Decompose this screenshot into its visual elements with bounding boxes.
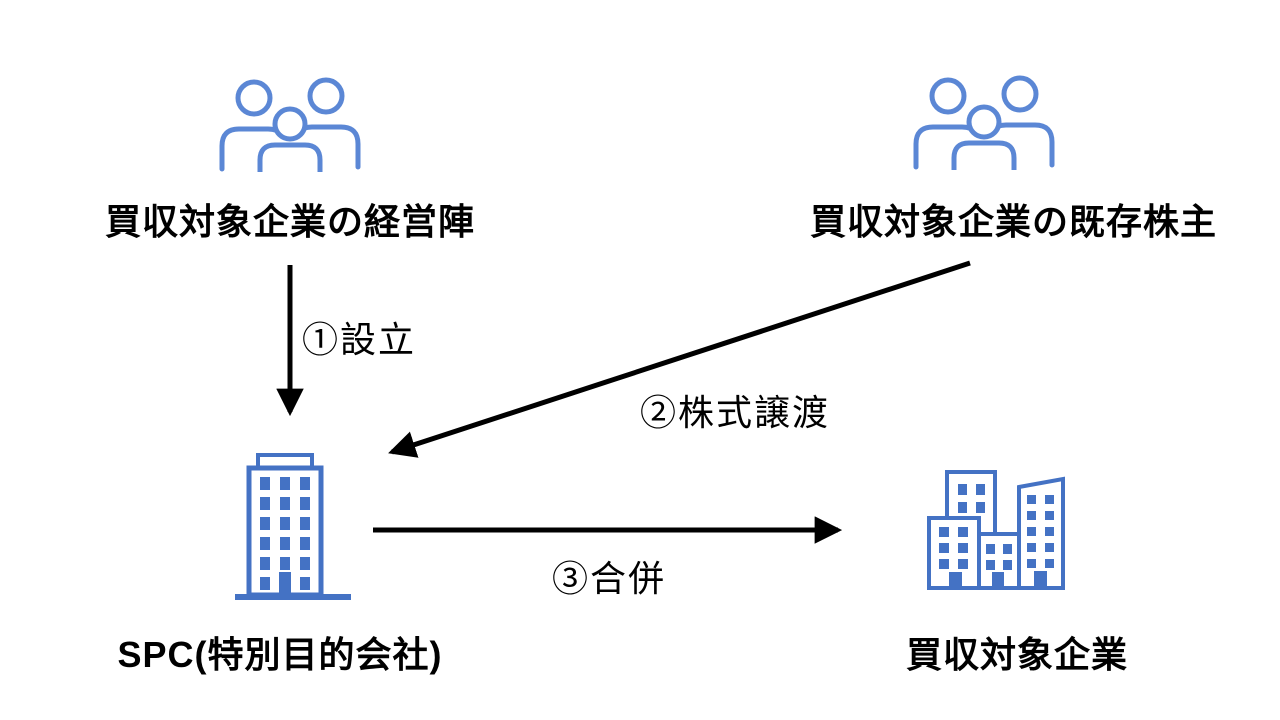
spc-label: SPC(特別目的会社) [117,634,443,675]
target-label: 買収対象企業 [905,634,1128,675]
arrow-share-transfer-label: ②株式譲渡 [640,392,831,433]
office-building-icon [235,453,351,600]
management-label: 買収対象企業の経営陣 [104,201,475,242]
arrow-share-transfer [388,260,971,458]
people-group-icon [913,75,1055,170]
people-group-icon [219,77,361,172]
target-node [925,466,1075,591]
shareholders-node [908,74,1060,170]
arrow-establishment-label: ①設立 [302,319,417,360]
arrow-merger-label: ③合併 [552,558,667,599]
shareholders-label: 買収対象企業の既存株主 [810,201,1218,242]
management-node [214,76,366,172]
buildings-cluster-icon [927,470,1065,590]
spc-node [233,450,353,600]
